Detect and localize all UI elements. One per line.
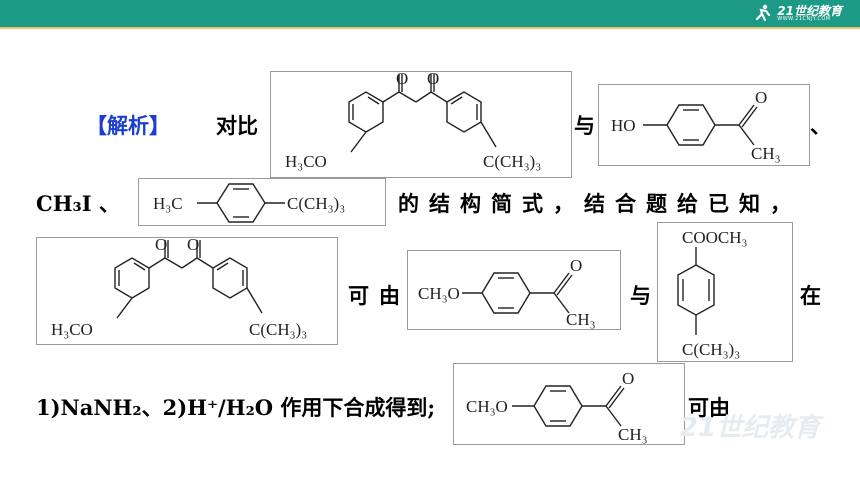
text-ch3i: CH₃I 、 <box>36 191 120 216</box>
tbutyl-right-label: C(CH₃)₃ <box>287 194 345 213</box>
ester-structure: COOCH₃ C(CH₃)₃ <box>657 222 793 362</box>
methoxyacetophenone-structure-svg: CH₃O O CH₃ <box>418 256 596 329</box>
methoxy-label: H₃CO <box>285 152 327 171</box>
methoxyacetophenone-structure-2-svg: CH₃O O CH₃ <box>466 369 648 444</box>
logo-text: 21世纪教育 <box>777 3 842 18</box>
text-compare: 对比 <box>216 114 258 138</box>
runner-logo-icon <box>756 4 771 22</box>
text-structure-note: 的结构简式，结合题给已知， <box>398 192 801 216</box>
tbutyltoluene-structure-svg: H₃C C(CH₃)₃ <box>153 183 345 223</box>
site-logo[interactable]: 21世纪教育 WWW.21CNJY.COM <box>753 3 842 23</box>
methyl-3-label: CH₃ <box>618 425 648 444</box>
text-at: 在 <box>800 284 821 308</box>
carbonyl-o-3-label: O <box>622 369 634 388</box>
hydroxyacetophenone-structure-svg: HO O CH₃ <box>611 88 781 163</box>
ester-group-label: COOCH₃ <box>682 228 748 247</box>
methyl-2-label: CH₃ <box>566 310 596 329</box>
text-from-1: 可由 <box>348 284 410 308</box>
header-bar: 21世纪教育 WWW.21CNJY.COM <box>0 0 860 27</box>
hydroxy-label: HO <box>611 116 636 135</box>
tbutyltoluene-structure: H₃C C(CH₃)₃ <box>138 178 386 226</box>
oxygen-4-label: O <box>187 235 199 254</box>
hydroxyacetophenone-structure: HO O CH₃ <box>598 84 810 166</box>
oxygen-3-label: O <box>155 235 167 254</box>
analysis-label: 【解析】 <box>86 114 170 138</box>
carbonyl-o-label: O <box>755 88 767 107</box>
methyl-label: CH₃ <box>751 144 781 163</box>
watermark: 21世纪教育 <box>679 413 820 443</box>
text-and-1: 与 <box>574 114 595 138</box>
oxygen-1-label: O <box>396 69 408 88</box>
methyl-left-label: H₃C <box>153 194 183 213</box>
text-from-2: 可由 <box>688 396 730 420</box>
methoxyacetophenone-structure-2: CH₃O O CH₃ <box>453 363 685 445</box>
logo-subtext: WWW.21CNJY.COM <box>777 15 831 22</box>
diketone-structure-svg: O O H₃CO C(CH₃)₃ <box>285 69 541 171</box>
text-sep: 、 <box>810 114 831 138</box>
methoxy-2-label: H₃CO <box>51 320 93 339</box>
carbonyl-o-2-label: O <box>570 256 582 275</box>
header-divider <box>0 27 860 29</box>
methoxy-left-label: CH₃O <box>418 284 460 303</box>
text-and-2: 与 <box>630 284 651 308</box>
methoxy-left-2-label: CH₃O <box>466 397 508 416</box>
methoxyacetophenone-structure: CH₃O O CH₃ <box>407 250 621 330</box>
tbutyl-2-label: C(CH₃)₃ <box>249 320 307 339</box>
diketone-structure-2: O O H₃CO C(CH₃)₃ <box>36 235 338 345</box>
diketone-structure: O O H₃CO C(CH₃)₃ <box>270 69 572 178</box>
text-conditions: 1)NaNH₂、2)H⁺/H₂O 作用下合成得到; <box>36 395 436 420</box>
oxygen-2-label: O <box>427 69 439 88</box>
tbutyl-3-label: C(CH₃)₃ <box>682 340 740 359</box>
ester-structure-svg: COOCH₃ C(CH₃)₃ <box>677 228 748 359</box>
diketone-structure-2-svg: O O H₃CO C(CH₃)₃ <box>51 235 307 339</box>
tbutyl-label: C(CH₃)₃ <box>483 152 541 171</box>
